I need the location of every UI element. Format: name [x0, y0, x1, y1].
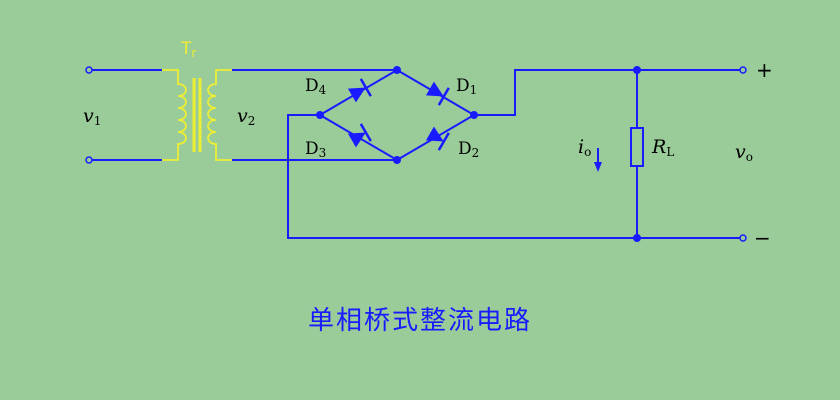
transformer-label: Tr	[180, 39, 196, 60]
label-d4: D4	[305, 76, 327, 97]
output-wiring	[287, 66, 740, 242]
output-terminal-bottom	[739, 234, 747, 242]
diode-d4	[347, 78, 372, 103]
diode-d2	[425, 126, 450, 151]
secondary-winding	[207, 69, 232, 161]
current-arrow	[594, 148, 602, 172]
transformer	[162, 69, 232, 161]
diode-d1	[425, 81, 450, 106]
label-vo: vo	[735, 141, 753, 164]
label-io: io	[578, 136, 591, 159]
bridge-rectifier	[316, 66, 478, 164]
label-d1: D1	[456, 76, 477, 97]
label-d3: D3	[305, 139, 326, 160]
output-terminal-top	[739, 66, 747, 74]
input-terminal-top	[85, 66, 162, 74]
input-terminal-bottom	[85, 156, 162, 164]
label-minus: −	[754, 226, 771, 250]
label-d2: D2	[458, 139, 479, 160]
label-plus: +	[756, 58, 773, 82]
diode-d3	[347, 123, 372, 148]
label-v1: v1	[83, 105, 101, 128]
load-resistor	[630, 127, 644, 167]
label-v2: v2	[237, 105, 255, 128]
label-rl: RL	[651, 136, 674, 159]
primary-winding	[162, 69, 187, 161]
diagram-caption: 单相桥式整流电路	[307, 306, 532, 336]
